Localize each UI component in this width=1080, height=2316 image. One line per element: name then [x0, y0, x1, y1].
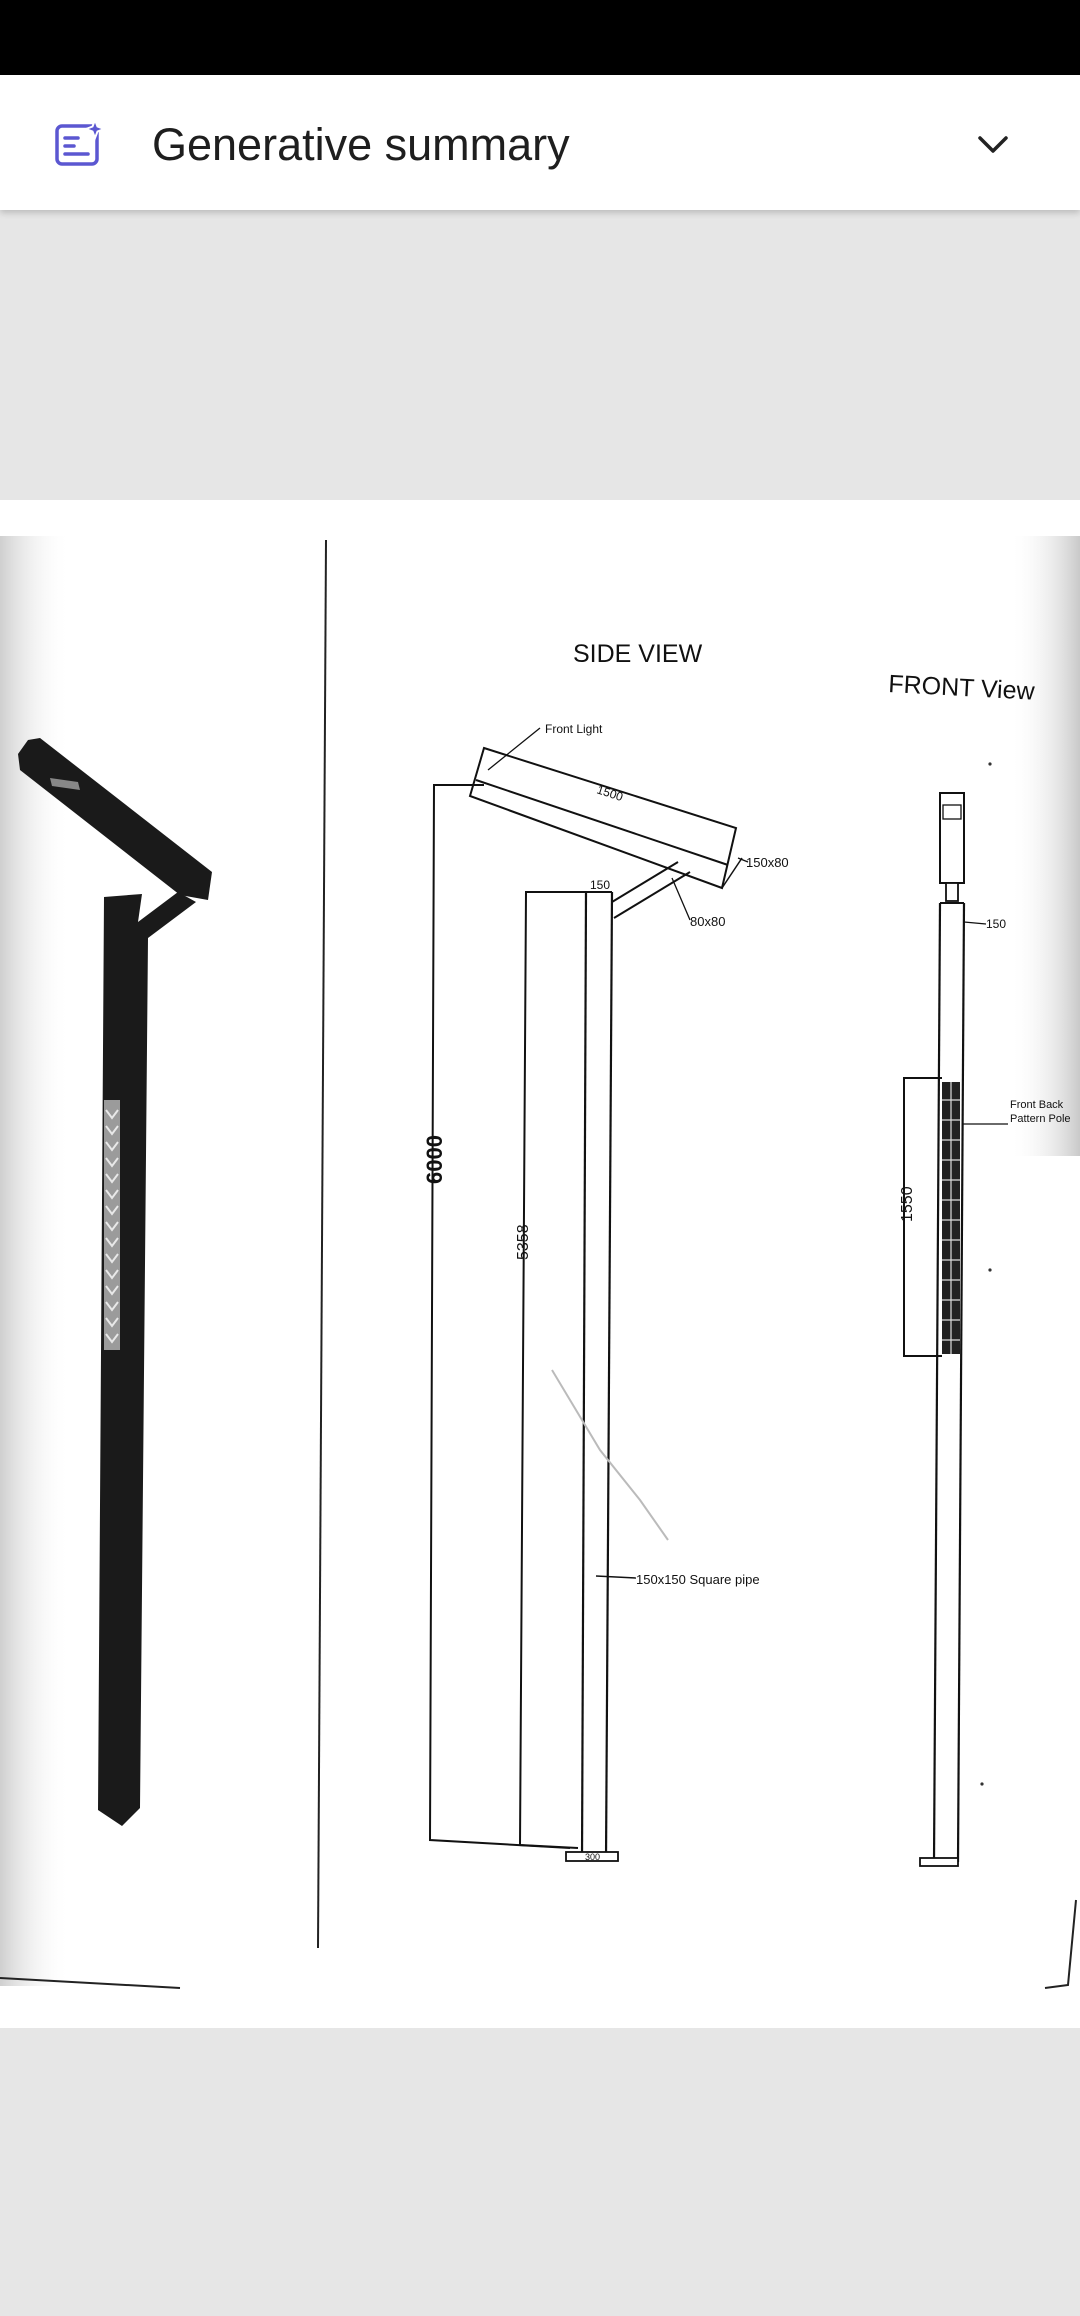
square-pipe-label: 150x150 Square pipe: [636, 1572, 760, 1587]
total-height-dim: 6000: [422, 1135, 447, 1184]
front-pole-width-dim: 150: [986, 917, 1006, 931]
front-view: FRONT View 150 1550: [888, 670, 1071, 1867]
pattern-label-line1: Front Back: [1010, 1099, 1064, 1111]
streetlight-drawing: SIDE VIEW 1500 Front Light 150x80 80x80 …: [0, 500, 1080, 1989]
generative-summary-header[interactable]: Generative summary: [0, 75, 1080, 210]
document-page[interactable]: SIDE VIEW 1500 Front Light 150x80 80x80 …: [0, 500, 1080, 2028]
pole-render: [18, 738, 212, 1826]
pole-height-dim: 5358: [515, 1224, 532, 1260]
paper-edge-bottom: [0, 1977, 181, 1989]
status-bar: [0, 0, 1080, 75]
front-light-label: Front Light: [545, 722, 603, 736]
side-view-title: SIDE VIEW: [573, 640, 703, 668]
pole-top-width-dim: 150: [590, 878, 610, 892]
pattern-height-dim: 1550: [899, 1186, 916, 1222]
paper-edge-corner: [1044, 1899, 1077, 1989]
generative-summary-icon: [55, 118, 106, 166]
pattern-label-line2: Pattern Pole: [1010, 1113, 1071, 1125]
side-view: SIDE VIEW 1500 Front Light 150x80 80x80 …: [422, 640, 789, 1862]
chevron-down-icon[interactable]: [974, 125, 1012, 163]
scan-shadow-right: [1010, 536, 1080, 1156]
panel-divider: [317, 539, 327, 1949]
base-width-dim: 300: [585, 1852, 600, 1862]
header-title: Generative summary: [152, 119, 570, 170]
bracket-size-label: 80x80: [690, 914, 725, 929]
head-size-label: 150x80: [746, 855, 789, 870]
